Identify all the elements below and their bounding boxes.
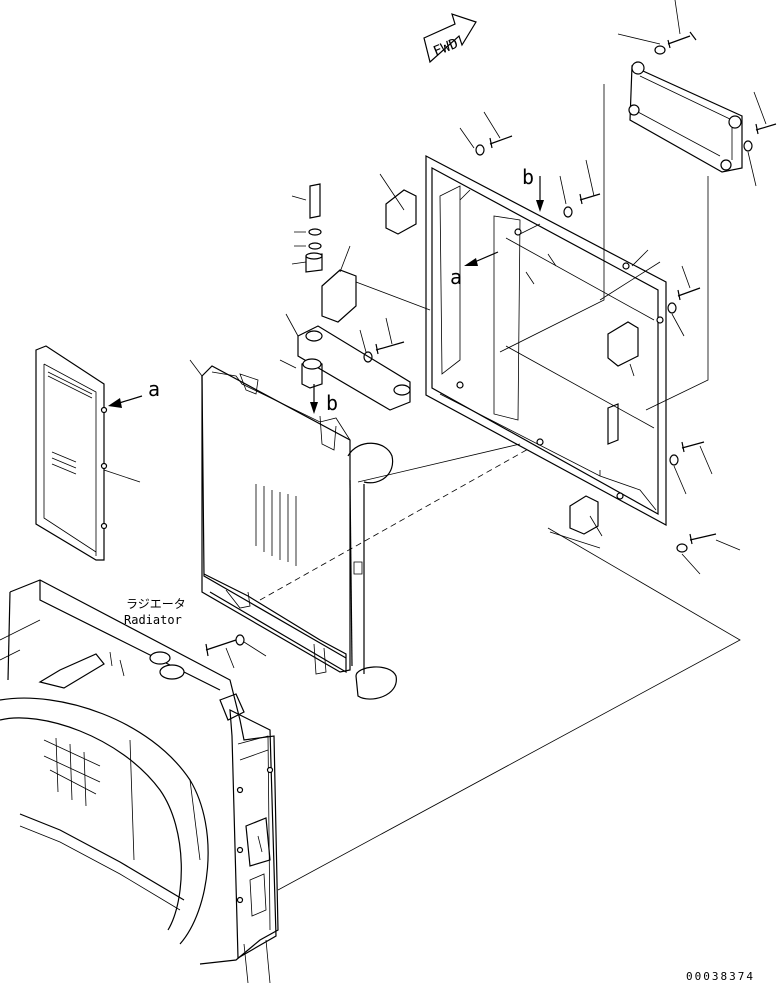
ref-b-cooler-label: b xyxy=(326,391,338,415)
ref-a-center-label: a xyxy=(450,265,462,289)
cooler-core xyxy=(189,359,397,700)
bolt-group-top xyxy=(359,0,777,575)
lower-bracket xyxy=(549,495,603,549)
fwd-direction-arrow: FWD xyxy=(423,13,477,64)
mount-bracket xyxy=(279,183,431,411)
shroud-panel xyxy=(379,155,667,527)
side-panel xyxy=(35,345,141,561)
upper-rail xyxy=(628,61,743,173)
radiator-assembly xyxy=(0,579,279,983)
radiator-label-en: Radiator xyxy=(124,613,182,627)
fwd-label: FWD xyxy=(431,36,460,60)
ref-a-left-label: a xyxy=(148,377,160,401)
drawing-number: 00038374 xyxy=(686,970,755,983)
ref-b-top-label: b xyxy=(522,165,534,189)
bolt-radiator xyxy=(205,634,267,669)
connection-lines xyxy=(259,84,741,891)
radiator-label-jp: ラジエータ xyxy=(126,597,186,611)
reference-arrows: b a b a xyxy=(108,165,544,415)
